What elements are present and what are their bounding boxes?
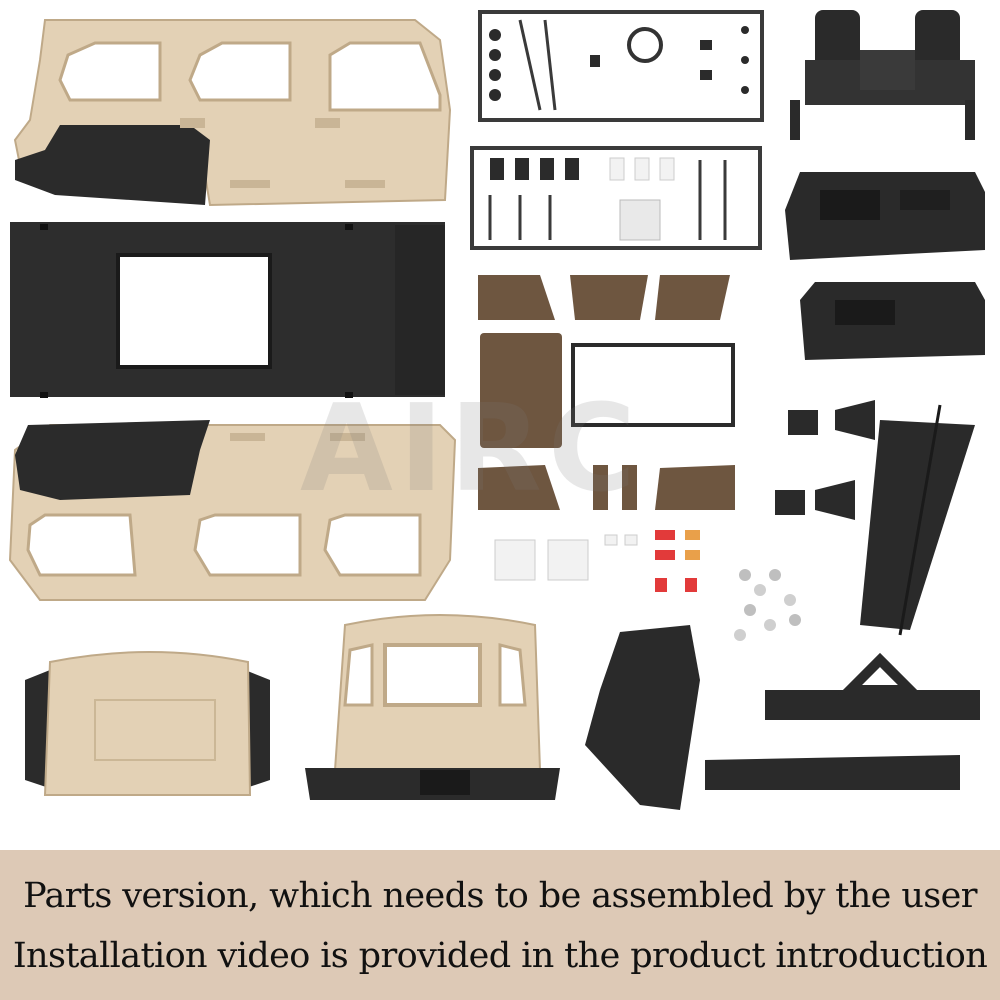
light-accessory-sprue: [470, 146, 762, 250]
caption-line-2: Installation video is provided in the pr…: [12, 936, 988, 976]
light-lenses: [494, 530, 700, 592]
center-console: [785, 172, 985, 260]
side-step: [860, 404, 975, 636]
window-glass-set: [478, 275, 735, 510]
rear-bumper-bar: [705, 755, 960, 790]
right-body-side-panel: [8, 420, 457, 601]
spare-tire-carrier: [765, 652, 980, 720]
rear-tailgate-panel: [305, 614, 560, 800]
center-console-lower: [800, 282, 985, 360]
front-fender-part: [585, 625, 700, 810]
dashboard-sprue: [478, 10, 764, 122]
hood-panel: [25, 651, 270, 796]
front-seats: [790, 10, 975, 140]
left-body-side-panel: [13, 19, 452, 207]
caption-line-1: Parts version, which needs to be assembl…: [23, 876, 977, 916]
parts-illustration: [8, 10, 985, 810]
screw-bag: [734, 569, 801, 641]
caption-banner: [0, 850, 1000, 1000]
mirror-brackets: [775, 400, 875, 520]
roof-panel: [10, 222, 445, 398]
